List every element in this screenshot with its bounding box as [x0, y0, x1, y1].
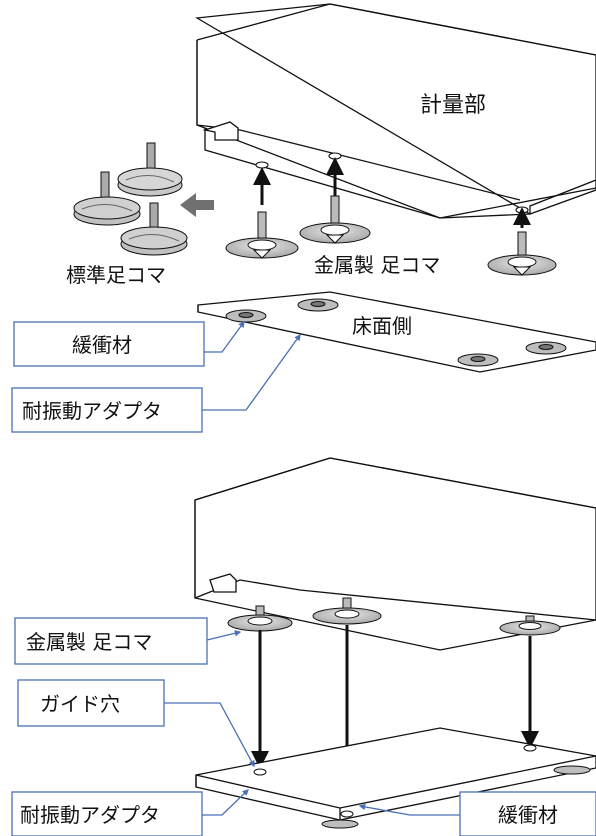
bottom-cushion-callout: 緩衝材: [358, 791, 596, 836]
bottom-metal-foot-callout: 金属製 足コマ: [14, 617, 242, 665]
bottom-cushion-pads: [321, 765, 591, 829]
top-adapter-callout: 耐振動アダプタ: [11, 333, 301, 433]
top-cushion-callout: 緩衝材: [13, 320, 245, 367]
bottom-metal-foot-3: [499, 615, 561, 636]
top-metal-foot-1: [225, 211, 299, 259]
top-adapter-callout-text: 耐振動アダプタ: [22, 399, 162, 423]
bottom-adapter-plate: [195, 727, 596, 821]
top-weighing-unit: [194, 3, 596, 219]
unit-label: 計量部: [420, 93, 486, 118]
top-adapter-plate: [197, 291, 596, 373]
bottom-metal-foot-callout-text: 金属製 足コマ: [26, 630, 152, 654]
bottom-cushion-callout-text: 緩衝材: [498, 803, 558, 827]
bottom-weighing-unit: [194, 457, 596, 651]
bottom-guide-hole-callout-text: ガイド穴: [40, 692, 120, 716]
bottom-adapter-callout-text: 耐振動アダプタ: [20, 803, 160, 827]
gray-left-arrow-icon: [180, 193, 214, 217]
metal-foot-label: 金属製 足コマ: [314, 253, 440, 277]
top-cushion-callout-text: 緩衝材: [72, 333, 132, 357]
standard-foot-label: 標準足コマ: [66, 263, 166, 287]
floor-side-label: 床面側: [352, 314, 412, 338]
bottom-guide-holes: [253, 744, 537, 818]
top-metal-foot-2: [299, 195, 371, 244]
standard-feet-group: [73, 142, 188, 256]
top-metal-foot-3: [487, 231, 557, 276]
top-up-arrows: [253, 157, 531, 228]
top-cushion-pads: [225, 298, 567, 367]
bottom-adapter-callout: 耐振動アダプタ: [11, 789, 249, 836]
bottom-metal-foot-2: [312, 597, 382, 625]
bottom-guide-hole-callout: ガイド穴: [17, 679, 255, 768]
bottom-metal-foot-1: [227, 605, 293, 632]
